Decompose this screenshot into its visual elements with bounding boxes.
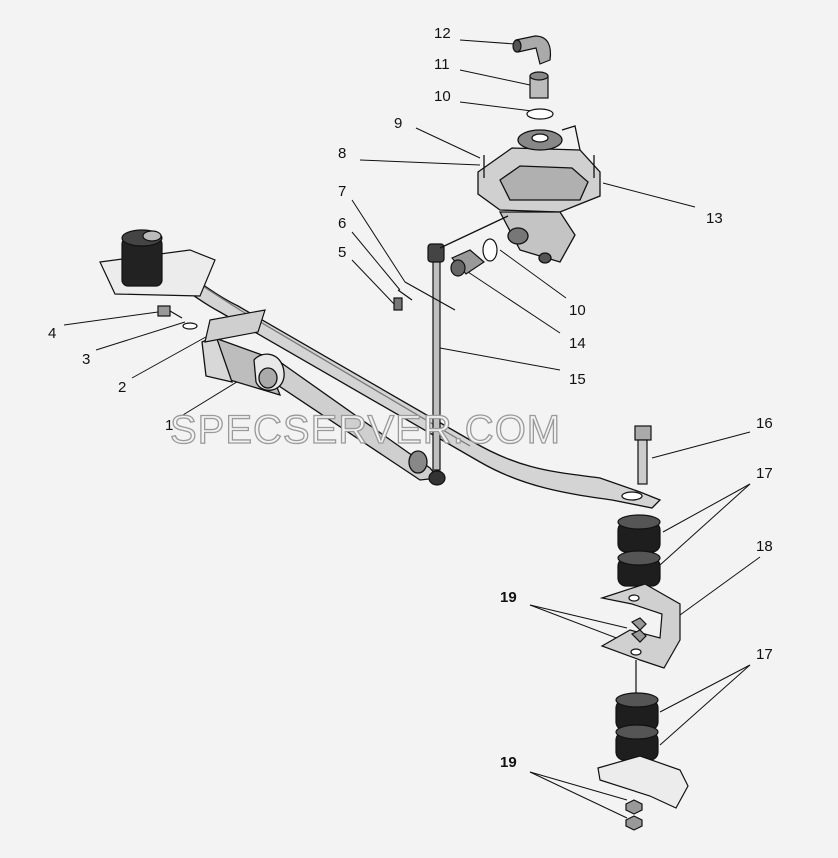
leader-line [177, 379, 241, 419]
lower-nuts [625, 799, 643, 831]
leader-line [467, 271, 561, 334]
left-mount [99, 229, 216, 297]
callout-12: 12 [434, 25, 451, 42]
leader-line [63, 311, 159, 326]
callout-3: 3 [82, 351, 91, 368]
leader-line [459, 69, 531, 86]
leader-line [602, 182, 696, 208]
leader-line [659, 664, 751, 746]
upper-cushions [617, 514, 661, 587]
leader-line [459, 101, 541, 113]
valve-body [439, 125, 601, 264]
callout-2: 2 [118, 379, 127, 396]
callout-4: 4 [48, 325, 57, 342]
fitting-washer [450, 238, 498, 277]
callout-18: 18 [756, 538, 773, 555]
callout-16: 16 [756, 415, 773, 432]
link-rod [393, 243, 456, 486]
leader-line [529, 771, 628, 819]
callout-17-lower: 17 [756, 646, 773, 663]
callout-13: 13 [706, 210, 723, 227]
elbow-fitting-stack [512, 35, 554, 120]
leader-line [351, 259, 396, 306]
callout-19-lower: 19 [500, 754, 517, 771]
bolt-16 [634, 425, 652, 485]
lower-base-plate [597, 755, 689, 809]
callout-14: 14 [569, 335, 586, 352]
leader-line [415, 127, 481, 159]
callout-11: 11 [434, 56, 450, 73]
leader-line [679, 556, 761, 616]
callout-10-right: 10 [569, 302, 586, 319]
leader-line [351, 231, 401, 291]
callout-6: 6 [338, 215, 347, 232]
callout-8: 8 [338, 145, 347, 162]
leader-line [659, 483, 751, 566]
leader-line [351, 199, 406, 283]
tube-end [408, 450, 428, 474]
leader-line [529, 771, 628, 801]
callout-19-upper: 19 [500, 589, 517, 606]
leader-line [439, 347, 561, 371]
leader-line [95, 321, 186, 351]
bracket-18 [599, 583, 681, 700]
callout-10-top: 10 [434, 88, 451, 105]
callout-5: 5 [338, 244, 347, 261]
callout-17-upper: 17 [756, 465, 773, 482]
callout-7: 7 [338, 183, 347, 200]
leader-line [359, 159, 481, 166]
bolt-washer [157, 305, 198, 330]
leader-line [662, 483, 751, 533]
leader-line [659, 664, 751, 713]
plate-bracket [204, 309, 266, 343]
callout-1: 1 [165, 417, 174, 434]
callout-15: 15 [569, 371, 586, 388]
arm-eye-hole [621, 491, 643, 501]
watermark: SPECSERVER.COM [169, 407, 562, 452]
lower-cushions [615, 692, 659, 761]
tube-assembly [201, 335, 440, 481]
leader-line [459, 39, 516, 45]
leader-line [651, 431, 751, 459]
callout-9: 9 [394, 115, 403, 132]
leader-line [529, 604, 628, 629]
leader-line [499, 249, 567, 299]
leader-line [529, 604, 628, 643]
